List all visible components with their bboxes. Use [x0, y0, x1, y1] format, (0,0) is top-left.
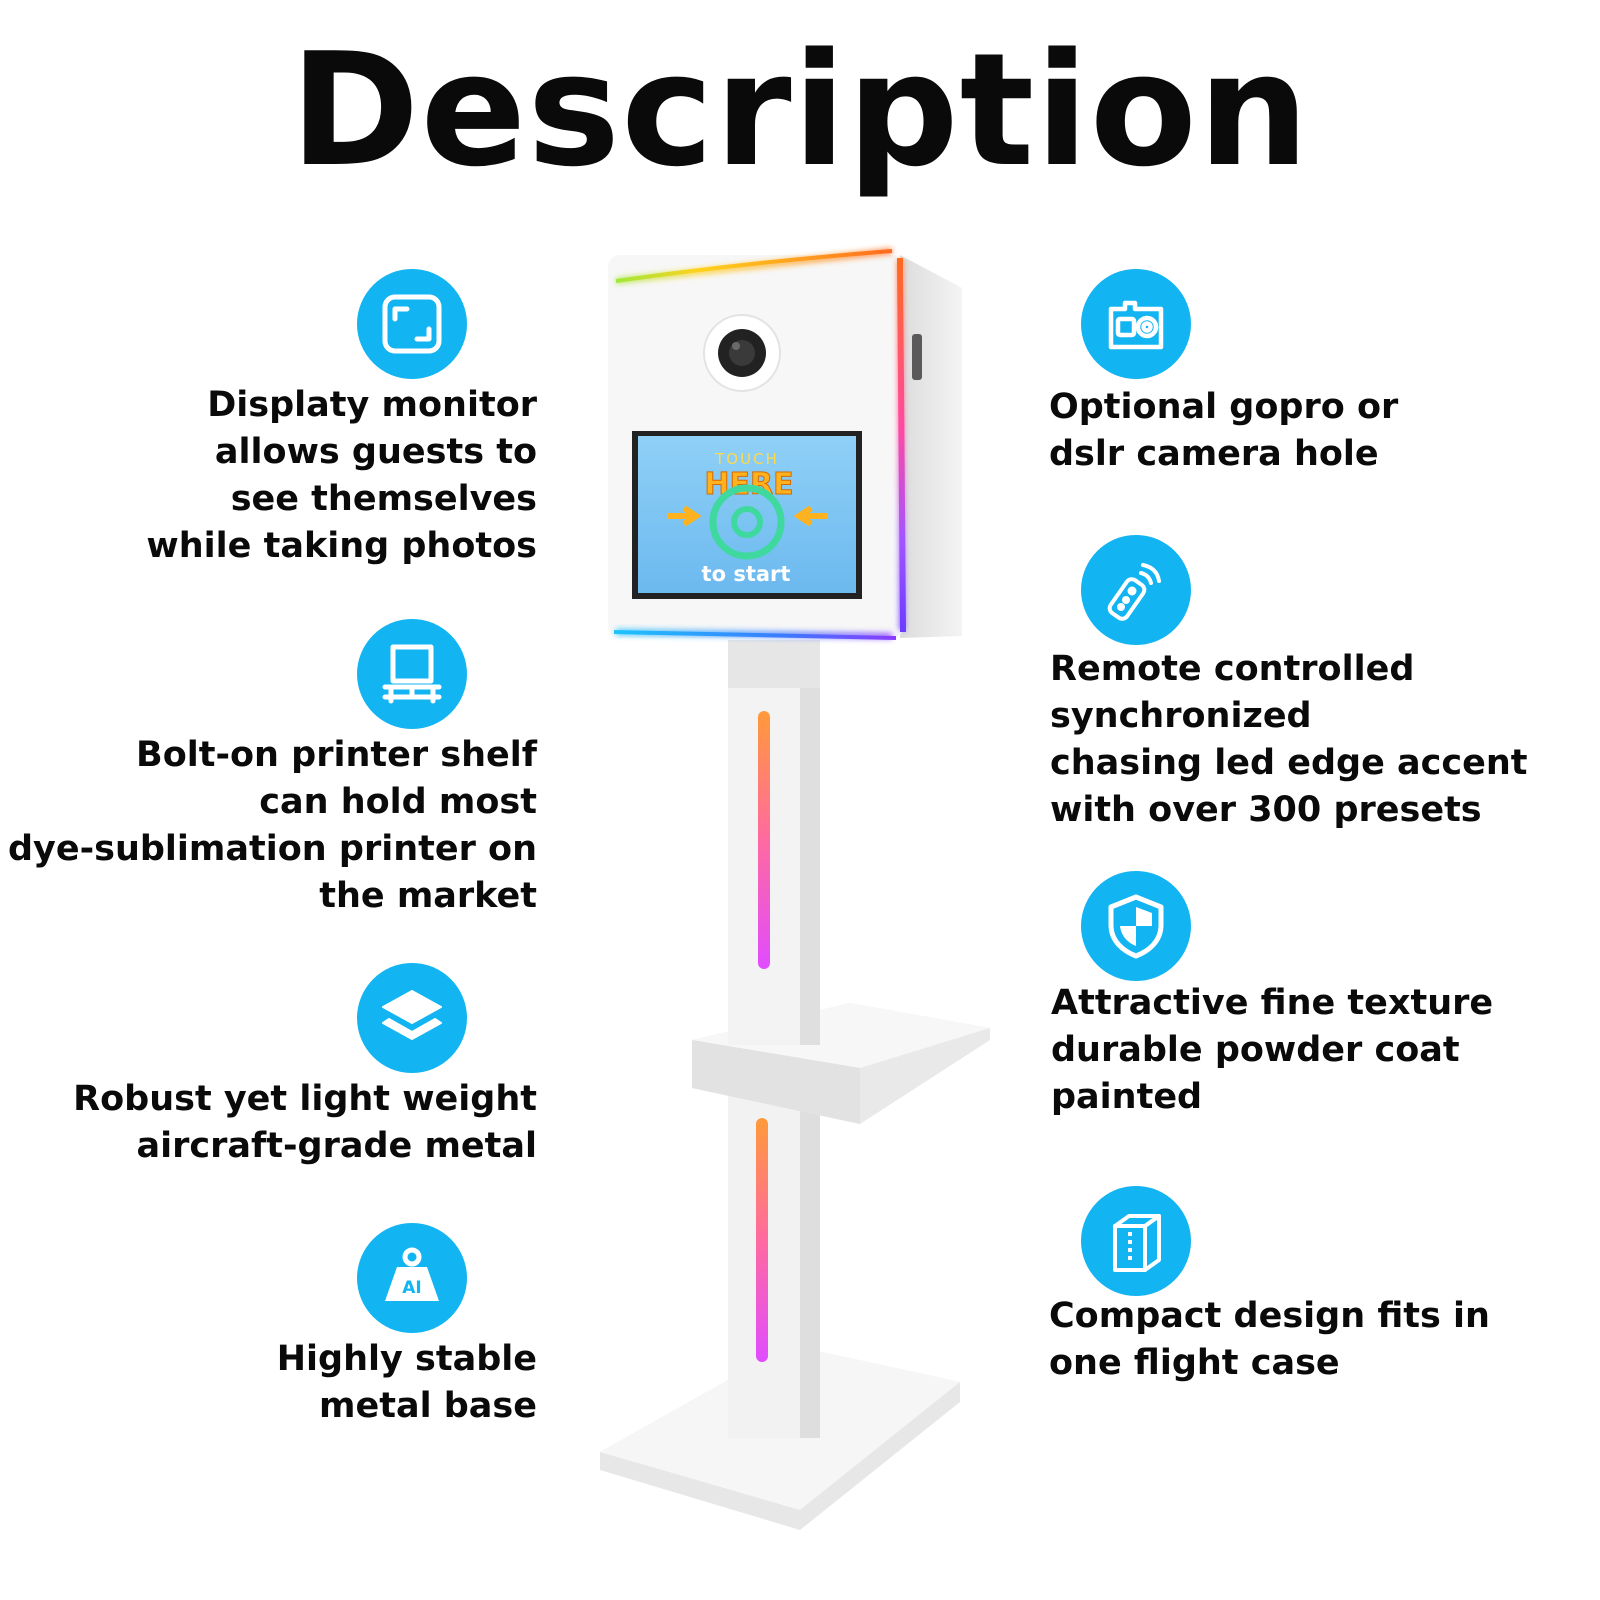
led-edge-top: [615, 249, 893, 283]
printer-shelf-icon: [357, 619, 467, 729]
expand-square-icon: [357, 269, 467, 379]
pole-led-lower: [756, 1118, 768, 1362]
feature-printer-shelf: Bolt-on printer shelf can hold most dye-…: [8, 735, 537, 916]
pole-led-upper: [758, 711, 770, 969]
led-edge-bottom: [613, 630, 897, 640]
feature-camera-hole: Optional gopro or dslr camera hole: [1049, 387, 1399, 474]
feature-aircraft-metal: Robust yet light weight aircraft-grade m…: [73, 1079, 537, 1166]
feature-display-monitor: Displaty monitor allows guests to see th…: [146, 385, 537, 566]
ai-label: AI: [402, 1278, 421, 1298]
booth-side: [900, 255, 962, 638]
action-camera-icon: [1081, 269, 1191, 379]
remote-control-icon: [1081, 535, 1191, 645]
feature-flight-case: Compact design fits in one flight case: [1049, 1296, 1490, 1383]
weight-ai-icon: AI: [357, 1223, 467, 1333]
screen-start-text: to start: [702, 562, 791, 586]
screen-here-text: HERE: [704, 467, 793, 502]
screen-target-ring: [709, 484, 785, 560]
photo-booth-illustration: TOUCH HERE to start: [600, 248, 990, 1530]
feature-remote-led: Remote controlled synchronized chasing l…: [1050, 649, 1528, 830]
flight-case-icon: [1081, 1186, 1191, 1296]
shield-icon: [1081, 871, 1191, 981]
led-edge-side: [897, 257, 906, 633]
page-title: Description: [290, 19, 1310, 201]
feature-metal-base: Highly stable metal base: [276, 1339, 537, 1426]
layers-icon: [357, 963, 467, 1073]
feature-powder-coat: Attractive fine texture durable powder c…: [1051, 983, 1494, 1117]
screen-touch-text: TOUCH: [714, 450, 779, 468]
